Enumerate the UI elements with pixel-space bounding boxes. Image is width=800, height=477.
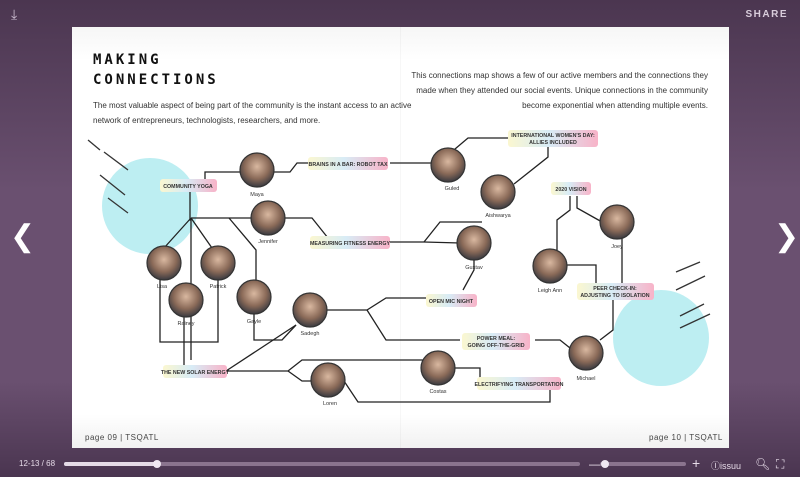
right-intro-text: This connections map shows a few of our …	[411, 71, 708, 110]
event-electrifying-transportation[interactable]: ELECTRIFYING TRANSPORTATION	[475, 377, 564, 390]
member-loren[interactable]: Loren	[310, 362, 346, 407]
member-name: Gustav	[465, 265, 483, 271]
decorative-circle	[613, 290, 709, 386]
member-name: Loren	[323, 401, 337, 407]
zoom-in-icon[interactable]: +	[692, 455, 701, 471]
member-rainey[interactable]: Rainey	[168, 282, 204, 327]
page-slider[interactable]	[64, 460, 580, 468]
member-name: Aishwarya	[485, 213, 511, 219]
issuu-logo[interactable]: Ⓘissuu	[711, 461, 742, 471]
previous-page-button[interactable]: ❮	[10, 220, 36, 253]
member-name: Patrick	[210, 284, 227, 290]
decorative-circle	[102, 158, 198, 254]
member-name: Gayle	[247, 319, 261, 325]
brand-name: issuu	[720, 461, 742, 471]
event-label: COMMUNITY YOGA	[163, 184, 213, 190]
member-leigh-ann[interactable]: Leigh Ann	[532, 248, 568, 294]
event-label: 2020 VISION	[555, 187, 586, 193]
zoom-slider-handle[interactable]	[601, 460, 610, 468]
member-sadegh[interactable]: Sadegh	[292, 292, 328, 337]
member-lisa[interactable]: Lisa	[146, 245, 182, 290]
member-name: Lisa	[157, 284, 168, 290]
page-title: MAKING CONNECTIONS	[93, 50, 219, 90]
event-labels: COMMUNITY YOGA BRAINS IN A BAR: ROBOT TA…	[160, 130, 654, 390]
zoom-out-icon[interactable]: —	[589, 457, 601, 471]
title-line-2: CONNECTIONS	[93, 72, 219, 88]
event-power-meal[interactable]: POWER MEAL:GOING OFF-THE-GRID	[462, 333, 530, 350]
member-maya[interactable]: Maya	[239, 152, 275, 198]
member-name: Costas	[429, 389, 446, 395]
member-joey[interactable]: Joey	[599, 204, 635, 250]
event-label: OPEN MIC NIGHT	[429, 299, 474, 305]
member-name: Leigh Ann	[538, 288, 562, 294]
event-community-yoga[interactable]: COMMUNITY YOGA	[160, 179, 217, 192]
event-label: GOING OFF-THE-GRID	[467, 343, 524, 349]
member-name: Sadegh	[301, 331, 320, 337]
next-page-button[interactable]: ❯	[774, 220, 800, 253]
member-costas[interactable]: Costas	[420, 350, 456, 395]
event-peer-check-in[interactable]: PEER CHECK-IN:ADJUSTING TO ISOLATION	[577, 283, 654, 300]
member-name: Rainey	[177, 321, 194, 327]
event-international-womens-day[interactable]: INTERNATIONAL WOMEN'S DAY:ALLIES INCLUDE…	[508, 130, 598, 147]
title-line-1: MAKING	[93, 52, 162, 68]
member-name: Guled	[445, 186, 460, 192]
member-guled[interactable]: Guled	[430, 147, 466, 192]
page-slider-handle[interactable]	[152, 460, 161, 468]
event-label: BRAINS IN A BAR: ROBOT TAX	[309, 162, 388, 168]
decorative-dashes	[87, 139, 711, 329]
member-michael[interactable]: Michael	[568, 335, 604, 382]
page-counter: 12-13 / 68	[19, 459, 56, 468]
event-label: PEER CHECK-IN:	[593, 286, 637, 292]
event-label: POWER MEAL:	[477, 336, 515, 342]
event-label: ELECTRIFYING TRANSPORTATION	[475, 382, 564, 388]
event-brains-in-a-bar[interactable]: BRAINS IN A BAR: ROBOT TAX	[308, 157, 388, 170]
event-label: ALLIES INCLUDED	[529, 140, 577, 146]
share-button[interactable]: SHARE	[745, 9, 788, 20]
right-page-footer: page 10 | TSQATL	[649, 433, 723, 442]
member-jennifer[interactable]: Jennifer	[250, 200, 286, 245]
top-bar: ⤓ SHARE	[0, 0, 800, 27]
event-label: MEASURING FITNESS ENERGY	[310, 241, 391, 247]
member-gustav[interactable]: Gustav	[456, 225, 492, 271]
fullscreen-icon[interactable]: ⛶	[776, 457, 785, 471]
left-page-footer: page 09 | TSQATL	[85, 433, 159, 442]
member-aishwarya[interactable]: Aishwarya	[480, 174, 516, 219]
viewer-toolbar: 12-13 / 68 — + Ⓘissuu 🔍︎ ⛶	[0, 452, 800, 477]
event-new-solar-energy[interactable]: THE NEW SOLAR ENERGY	[161, 365, 230, 378]
download-icon[interactable]: ⤓	[11, 6, 18, 22]
event-open-mic-night[interactable]: OPEN MIC NIGHT	[426, 294, 477, 307]
event-2020-vision[interactable]: 2020 VISION	[551, 182, 591, 195]
member-name: Joey	[611, 244, 623, 250]
event-measuring-fitness-energy[interactable]: MEASURING FITNESS ENERGY	[310, 236, 391, 249]
member-name: Maya	[250, 192, 264, 198]
magnifier-icon[interactable]: 🔍︎	[755, 457, 771, 471]
event-label: ADJUSTING TO ISOLATION	[580, 293, 649, 299]
member-name: Jennifer	[258, 239, 278, 245]
zoom-slider[interactable]	[600, 460, 686, 468]
member-gayle[interactable]: Gayle	[236, 279, 272, 325]
event-label: INTERNATIONAL WOMEN'S DAY:	[511, 133, 595, 139]
member-patrick[interactable]: Patrick	[200, 245, 236, 290]
member-name: Michael	[577, 376, 596, 382]
left-intro-text: The most valuable aspect of being part o…	[93, 101, 412, 125]
member-avatars: Maya Guled Aishwarya Jennifer Gustav Joe…	[146, 147, 635, 407]
event-label: THE NEW SOLAR ENERGY	[161, 370, 230, 376]
page-slider-fill	[64, 462, 157, 466]
